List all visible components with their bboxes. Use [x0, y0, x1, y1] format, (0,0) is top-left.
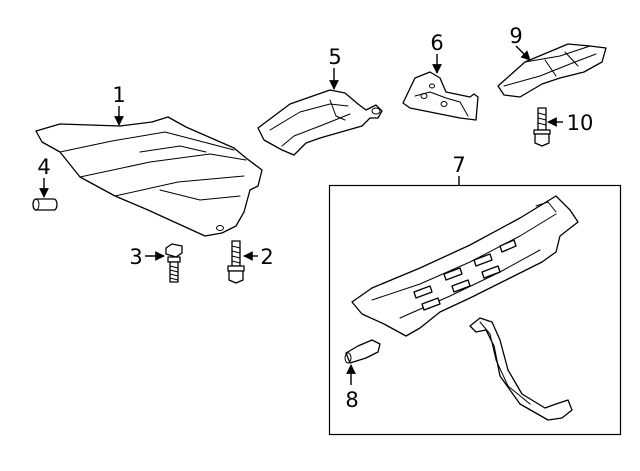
part-2-bolt[interactable] — [227, 240, 245, 284]
callout-6: 6 — [430, 31, 443, 55]
part-8-plug[interactable] — [344, 339, 381, 364]
part-1-under-cover[interactable] — [35, 116, 263, 237]
part-10-bolt[interactable] — [533, 107, 551, 147]
callout-1: 1 — [112, 83, 125, 107]
callout-4: 4 — [37, 155, 50, 179]
callout-5: 5 — [328, 45, 341, 69]
part-6-bracket[interactable] — [402, 71, 479, 121]
part-4-clip[interactable] — [32, 198, 58, 211]
part-9-cover[interactable] — [497, 43, 607, 98]
callout-7: 7 — [452, 153, 465, 177]
part-5-bracket[interactable] — [257, 89, 383, 156]
part-7-group-box — [328, 184, 622, 436]
part-7-strap-bracket[interactable] — [469, 317, 573, 421]
callout-3: 3 — [129, 245, 142, 269]
callout-2: 2 — [260, 245, 273, 269]
callout-9: 9 — [509, 24, 522, 48]
leader-9 — [515, 45, 531, 61]
part-3-bolt[interactable] — [165, 243, 183, 283]
callout-8: 8 — [345, 388, 358, 412]
part-7-skid-plate[interactable] — [351, 195, 579, 337]
callout-10: 10 — [567, 111, 594, 135]
